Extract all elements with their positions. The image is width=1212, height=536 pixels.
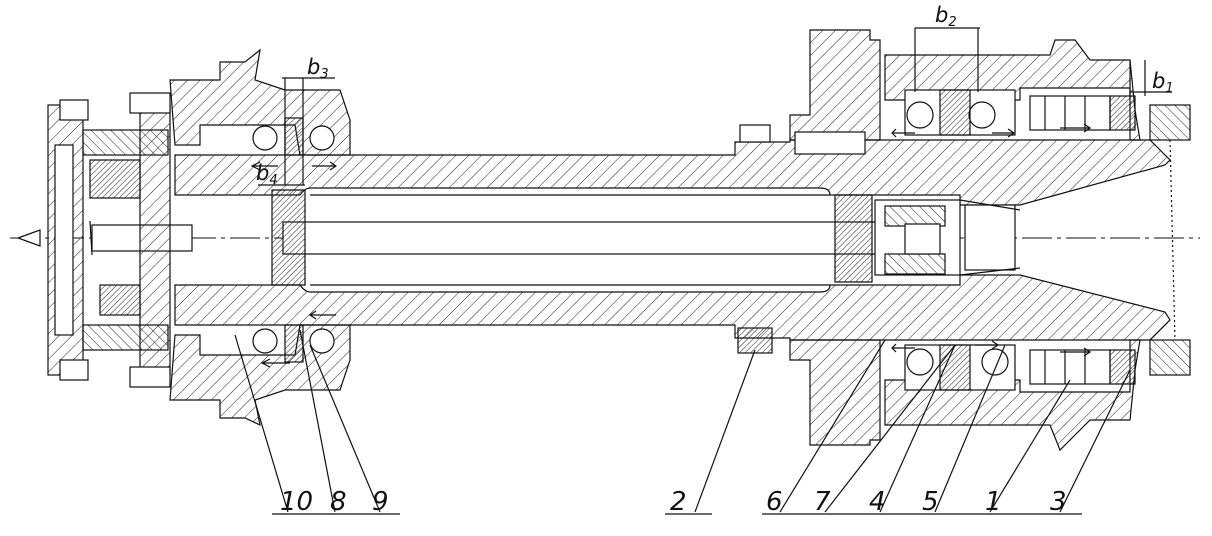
dimension-b3: b3: [307, 55, 329, 82]
draw-bar: [282, 221, 884, 255]
left-housing-upper: [169, 48, 351, 156]
leader-7: [824, 344, 956, 513]
bearing-ball-lower-left-1: [252, 328, 278, 354]
key-upper: [739, 124, 771, 143]
gear-lower: [789, 339, 881, 446]
callout-3: 3: [1050, 487, 1067, 517]
leader-1: [989, 379, 1071, 513]
callout-5: 5: [922, 487, 939, 517]
gear-upper: [789, 29, 881, 141]
leader-8: [299, 329, 336, 513]
leader-9: [309, 344, 381, 513]
leader-6: [779, 339, 886, 513]
leader-5: [934, 344, 1006, 513]
disc-spring-left: [271, 189, 306, 286]
bearing-ball-lower-right-1: [906, 348, 934, 376]
end-screw-lower: [1149, 339, 1191, 376]
callout-10: 10: [280, 487, 313, 517]
bearing-ball-upper-left-1: [252, 125, 278, 151]
key-lower: [737, 327, 773, 354]
bearing-ball-upper-right-2: [968, 101, 996, 129]
callout-9: 9: [372, 487, 389, 517]
dimension-b2: b2: [935, 3, 957, 30]
callout-1: 1: [985, 487, 1002, 517]
bearing-ball-upper-right-1: [906, 101, 934, 129]
left-housing-lower: [169, 324, 351, 427]
callout-7: 7: [814, 487, 831, 517]
spindle-lower-wall: [174, 274, 1171, 341]
dimension-b1: b1: [1152, 69, 1174, 96]
end-screw-upper: [1149, 104, 1191, 141]
leader-3: [1059, 369, 1131, 513]
callout-2: 2: [670, 487, 687, 517]
bearing-ball-lower-right-2: [981, 348, 1009, 376]
callout-4: 4: [869, 487, 886, 517]
disc-spring-right: [834, 194, 873, 283]
bearing-ball-lower-left-2: [309, 328, 335, 354]
leader-4: [879, 344, 956, 513]
dimension-b4: b4: [256, 161, 278, 188]
callout-8: 8: [330, 487, 347, 517]
callout-6: 6: [766, 487, 783, 517]
leader-2: [694, 349, 756, 513]
leader-10: [234, 334, 289, 513]
bearing-ball-upper-left-2: [309, 125, 335, 151]
